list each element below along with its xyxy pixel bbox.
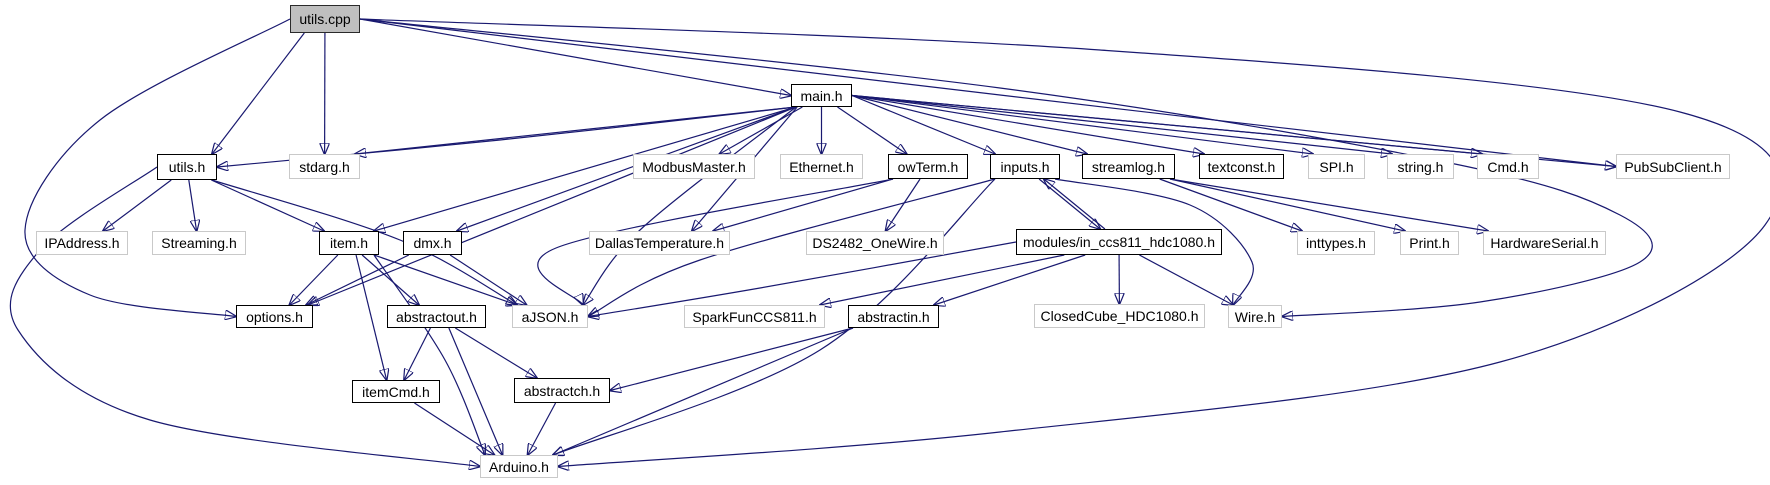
edge-item_h--aJSON_h xyxy=(373,254,517,305)
edge-main_h--streamlog_h xyxy=(851,94,1087,155)
node-aJSON_h: aJSON.h xyxy=(512,305,588,328)
node-DallasTemperature_h: DallasTemperature.h xyxy=(589,231,730,255)
edge-utils_cpp--Arduino_h xyxy=(359,18,1770,467)
edge-owTerm_h--DS2482_OneWire_h xyxy=(886,178,921,231)
edge-main_h--string_h xyxy=(851,94,1392,155)
edge-abstractch_h--Arduino_h xyxy=(528,402,557,455)
node-Ethernet_h: Ethernet.h xyxy=(780,154,863,179)
node-utils_cpp[interactable]: utils.cpp xyxy=(290,5,360,33)
edge-modules_in_ccs811_hdc1080_h--SparkFunCCS811_h xyxy=(820,254,1065,305)
edge-modules_in_ccs811_hdc1080_h--inputs_h xyxy=(1044,179,1106,230)
edge-abstractin_h--Arduino_h xyxy=(553,327,854,455)
node-Cmd_h: Cmd.h xyxy=(1477,154,1539,179)
edge-utils_cpp--main_h xyxy=(359,18,791,96)
edge-owTerm_h--aJSON_h xyxy=(537,178,894,305)
node-options_h[interactable]: options.h xyxy=(236,305,313,328)
node-utils_h[interactable]: utils.h xyxy=(157,154,217,180)
edge-item_h--Arduino_h xyxy=(373,254,485,455)
edge-modules_in_ccs811_hdc1080_h--aJSON_h xyxy=(588,241,1017,317)
node-inputs_h[interactable]: inputs.h xyxy=(990,154,1060,179)
node-Streaming_h: Streaming.h xyxy=(152,231,246,255)
edge-dmx_h--aJSON_h xyxy=(449,254,526,305)
node-SPI_h: SPI.h xyxy=(1308,154,1365,179)
node-SparkFunCCS811_h: SparkFunCCS811.h xyxy=(684,305,825,328)
edge-main_h--ModbusMaster_h xyxy=(720,106,803,154)
edge-modules_in_ccs811_hdc1080_h--Wire_h xyxy=(1139,254,1233,305)
edge-inputs_h--modules_in_ccs811_hdc1080_h xyxy=(1038,178,1100,229)
edge-item_h--itemCmd_h xyxy=(355,254,387,380)
node-string_h: string.h xyxy=(1387,154,1454,179)
edge-utils_cpp--options_h xyxy=(24,18,291,317)
edge-utils_cpp--PubSubClient_h xyxy=(359,18,1616,167)
edge-main_h--options_h xyxy=(308,106,797,305)
edge-streamlog_h--Print_h xyxy=(1169,178,1405,231)
edge-abstractin_h--abstractch_h xyxy=(610,327,854,391)
node-textconst_h[interactable]: textconst.h xyxy=(1199,154,1284,179)
edge-utils_h--item_h xyxy=(211,179,324,231)
node-item_h[interactable]: item.h xyxy=(319,231,379,255)
edge-main_h--owTerm_h xyxy=(837,106,906,154)
edge-utils_h--Arduino_h xyxy=(9,166,480,467)
node-main_h[interactable]: main.h xyxy=(791,84,852,107)
node-PubSubClient_h: PubSubClient.h xyxy=(1616,154,1730,179)
node-itemCmd_h[interactable]: itemCmd.h xyxy=(352,380,440,403)
node-Wire_h: Wire.h xyxy=(1228,305,1282,328)
edge-dmx_h--options_h xyxy=(306,254,410,305)
node-inttypes_h: inttypes.h xyxy=(1297,231,1375,255)
node-abstractch_h[interactable]: abstractch.h xyxy=(514,378,610,403)
node-owTerm_h[interactable]: owTerm.h xyxy=(888,154,968,179)
node-Arduino_h: Arduino.h xyxy=(480,455,558,478)
edge-main_h--textconst_h xyxy=(851,94,1204,155)
edge-itemCmd_h--Arduino_h xyxy=(414,402,494,455)
node-DS2482_OneWire_h: DS2482_OneWire.h xyxy=(806,231,944,255)
node-HardwareSerial_h: HardwareSerial.h xyxy=(1483,231,1606,255)
edge-utils_cpp--utils_h xyxy=(212,32,305,154)
edge-modules_in_ccs811_hdc1080_h--abstractin_h xyxy=(934,254,1086,305)
node-abstractin_h[interactable]: abstractin.h xyxy=(848,305,939,328)
edge-item_h--options_h xyxy=(289,254,339,305)
node-IPAddress_h: IPAddress.h xyxy=(36,231,128,255)
edge-item_h--abstractout_h xyxy=(361,254,419,305)
edge-abstractout_h--itemCmd_h xyxy=(404,327,431,380)
node-Print_h: Print.h xyxy=(1400,231,1459,255)
edge-main_h--stdarg_h xyxy=(355,106,797,154)
node-ModbusMaster_h: ModbusMaster.h xyxy=(633,154,755,179)
edge-main_h--dmx_h xyxy=(457,106,797,231)
edge-abstractout_h--abstractch_h xyxy=(455,327,537,378)
edge-main_h--aJSON_h xyxy=(583,106,797,305)
edge-main_h--inputs_h xyxy=(851,94,995,155)
edge-abstractout_h--Arduino_h xyxy=(448,327,503,455)
node-modules_in_ccs811_hdc1080_h[interactable]: modules/in_ccs811_hdc1080.h xyxy=(1016,229,1222,255)
edge-utils_h--Streaming_h xyxy=(188,179,197,231)
node-streamlog_h[interactable]: streamlog.h xyxy=(1082,154,1175,179)
edge-inputs_h--Arduino_h xyxy=(553,178,996,455)
node-stdarg_h: stdarg.h xyxy=(289,154,360,179)
edge-streamlog_h--HardwareSerial_h xyxy=(1169,178,1488,231)
edge-owTerm_h--DallasTemperature_h xyxy=(713,178,894,231)
edge-main_h--item_h xyxy=(374,106,797,231)
node-dmx_h[interactable]: dmx.h xyxy=(403,231,462,255)
node-ClosedCube_HDC1080_h: ClosedCube_HDC1080.h xyxy=(1034,304,1205,328)
edge-main_h--SPI_h xyxy=(851,94,1313,155)
edge-utils_h--IPAddress_h xyxy=(103,179,172,231)
node-abstractout_h[interactable]: abstractout.h xyxy=(387,305,486,328)
edge-streamlog_h--inttypes_h xyxy=(1159,178,1302,231)
edge-inputs_h--Wire_h xyxy=(1054,178,1254,305)
edge-utils_h--aJSON_h xyxy=(211,179,517,305)
